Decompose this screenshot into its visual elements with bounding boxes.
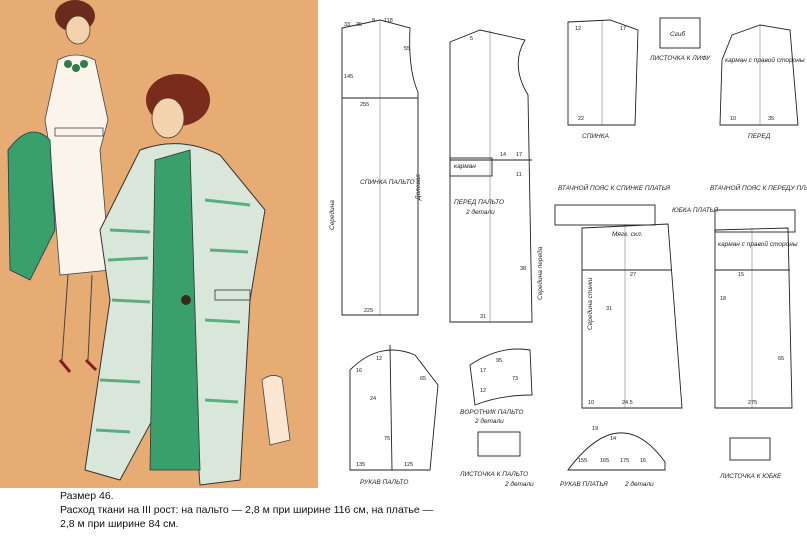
svg-text:255: 255: [360, 102, 369, 108]
pattern-facing-skirt: [729, 437, 771, 461]
label-skirt-mid: Середина спинки: [586, 277, 594, 330]
svg-text:24: 24: [370, 396, 376, 402]
label-belt-back: ВТАЧНОЙ ПОЯС К СПИНКЕ ПЛАТЬЯ: [558, 183, 671, 192]
label-pocket-front: карман с правой стороны: [725, 56, 805, 64]
svg-text:118: 118: [384, 18, 393, 24]
label-sleeve-dress-count: 2 детали: [624, 480, 654, 488]
label-front-coat-count: 2 детали: [465, 208, 495, 216]
label-facing-skirt: ЛИСТОЧКА К ЮБКЕ: [719, 473, 782, 480]
pattern-bodice-back: [567, 19, 639, 126]
label-back-fold: Долевая: [415, 174, 422, 201]
pattern-front-coat: [449, 29, 533, 323]
pattern-skirt-front: [714, 227, 793, 409]
caption-size: Размер 46.: [60, 490, 114, 502]
green-jacket: [7, 131, 56, 281]
pattern-drawings: СПИНКА ПАЛЬТО ПЕРЕД ПАЛЬТО 2 детали карм…: [328, 17, 807, 488]
svg-text:38: 38: [520, 266, 526, 272]
svg-text:12: 12: [376, 356, 382, 362]
svg-text:225: 225: [364, 308, 373, 314]
pattern-sleeve-dress: [567, 432, 666, 471]
svg-text:95: 95: [496, 358, 502, 364]
caption-fabric-line-2: 2,8 м при ширине 84 см.: [60, 518, 179, 530]
label-facing-coat: ЛИСТОЧКА К ПАЛЬТО: [459, 471, 528, 478]
label-sleeve-coat: РУКАВ ПАЛЬТО: [360, 479, 408, 486]
svg-text:35: 35: [768, 116, 774, 122]
svg-text:24.5: 24.5: [622, 400, 633, 406]
label-bodice-front: ПЕРЕД: [748, 133, 771, 140]
label-back-coat: СПИНКА ПАЛЬТО: [360, 179, 415, 186]
label-pocket: карман: [454, 163, 476, 170]
pattern-belt-back: [554, 204, 656, 226]
svg-text:65: 65: [420, 376, 426, 382]
label-skirt-pocket: карман с правой стороны: [718, 240, 798, 248]
label-facing-coat-count: 2 детали: [504, 480, 534, 488]
figure-front-woman: [84, 74, 266, 486]
svg-text:73: 73: [512, 376, 518, 382]
svg-text:19: 19: [592, 426, 598, 432]
caption-fabric-line: Расход ткани на III рост: на пальто — 2,…: [60, 504, 434, 516]
svg-text:33: 33: [344, 22, 350, 28]
svg-text:22: 22: [578, 116, 584, 122]
svg-text:17: 17: [480, 368, 486, 374]
svg-text:15: 15: [738, 272, 744, 278]
pattern-bodice-front: [719, 24, 799, 126]
label-facing-bodice: ЛИСТОЧКА К ЛИФУ: [649, 55, 711, 62]
svg-text:14: 14: [610, 436, 616, 442]
svg-text:35: 35: [356, 22, 362, 28]
svg-text:275: 275: [748, 400, 757, 406]
label-soft-fold: Мягк. скл.: [612, 231, 643, 238]
pattern-sleeve-coat: [349, 349, 439, 471]
label-back-center: Середина: [328, 200, 336, 230]
dimension-numbers: 33 35 8 118 145 255 225 55 14 31 17 11 5…: [344, 18, 784, 468]
svg-text:14: 14: [500, 152, 506, 158]
label-belt-front: ВТАЧНОЙ ПОЯС К ПЕРЕДУ ПЛАТЬЯ: [710, 183, 807, 192]
svg-text:55: 55: [404, 46, 410, 52]
pattern-facing-bodice: [659, 17, 701, 49]
svg-text:31: 31: [480, 314, 486, 320]
svg-text:165: 165: [600, 458, 609, 464]
svg-text:10: 10: [730, 116, 736, 122]
svg-text:155: 155: [578, 458, 587, 464]
svg-text:75: 75: [384, 436, 390, 442]
label-collar-coat: ВОРОТНИК ПАЛЬТО: [460, 409, 524, 416]
svg-text:31: 31: [606, 306, 612, 312]
label-front-mid: Середина переда: [536, 246, 544, 300]
pattern-facing-coat: [477, 431, 521, 457]
svg-text:10: 10: [588, 400, 594, 406]
svg-text:16: 16: [356, 368, 362, 374]
label-fold-seam: Сгиб: [670, 30, 686, 38]
label-front-coat: ПЕРЕД ПАЛЬТО: [454, 199, 504, 206]
svg-text:135: 135: [356, 462, 365, 468]
pattern-sheet: СПИНКА ПАЛЬТО ПЕРЕД ПАЛЬТО 2 детали карм…: [320, 0, 807, 492]
illustration-drawing: [0, 0, 318, 488]
svg-text:16: 16: [640, 458, 646, 464]
svg-text:175: 175: [620, 458, 629, 464]
label-skirt: ЮБКА ПЛАТЬЯ: [672, 207, 719, 214]
svg-text:5: 5: [470, 36, 473, 42]
label-collar-coat-count: 2 детали: [474, 417, 504, 425]
svg-text:12: 12: [480, 388, 486, 394]
pattern-skirt: [581, 223, 683, 409]
svg-text:11: 11: [516, 172, 522, 178]
svg-text:17: 17: [620, 26, 626, 32]
label-sleeve-dress: РУКАВ ПЛАТЬЯ: [560, 481, 608, 488]
svg-text:12: 12: [575, 26, 581, 32]
svg-text:65: 65: [778, 356, 784, 362]
svg-text:18: 18: [720, 296, 726, 302]
svg-text:125: 125: [404, 462, 413, 468]
svg-text:8: 8: [372, 18, 375, 24]
label-bodice-back: СПИНКА: [582, 133, 609, 140]
svg-text:27: 27: [630, 272, 636, 278]
fashion-illustration: [0, 0, 318, 488]
back-view-sketch: [261, 375, 291, 446]
svg-text:17: 17: [516, 152, 522, 158]
pattern-collar-coat: [469, 348, 533, 406]
pattern-belt-front: [714, 209, 796, 233]
pattern-back-coat: [341, 19, 419, 316]
svg-text:145: 145: [344, 74, 353, 80]
figure-back-woman: [44, 0, 111, 373]
